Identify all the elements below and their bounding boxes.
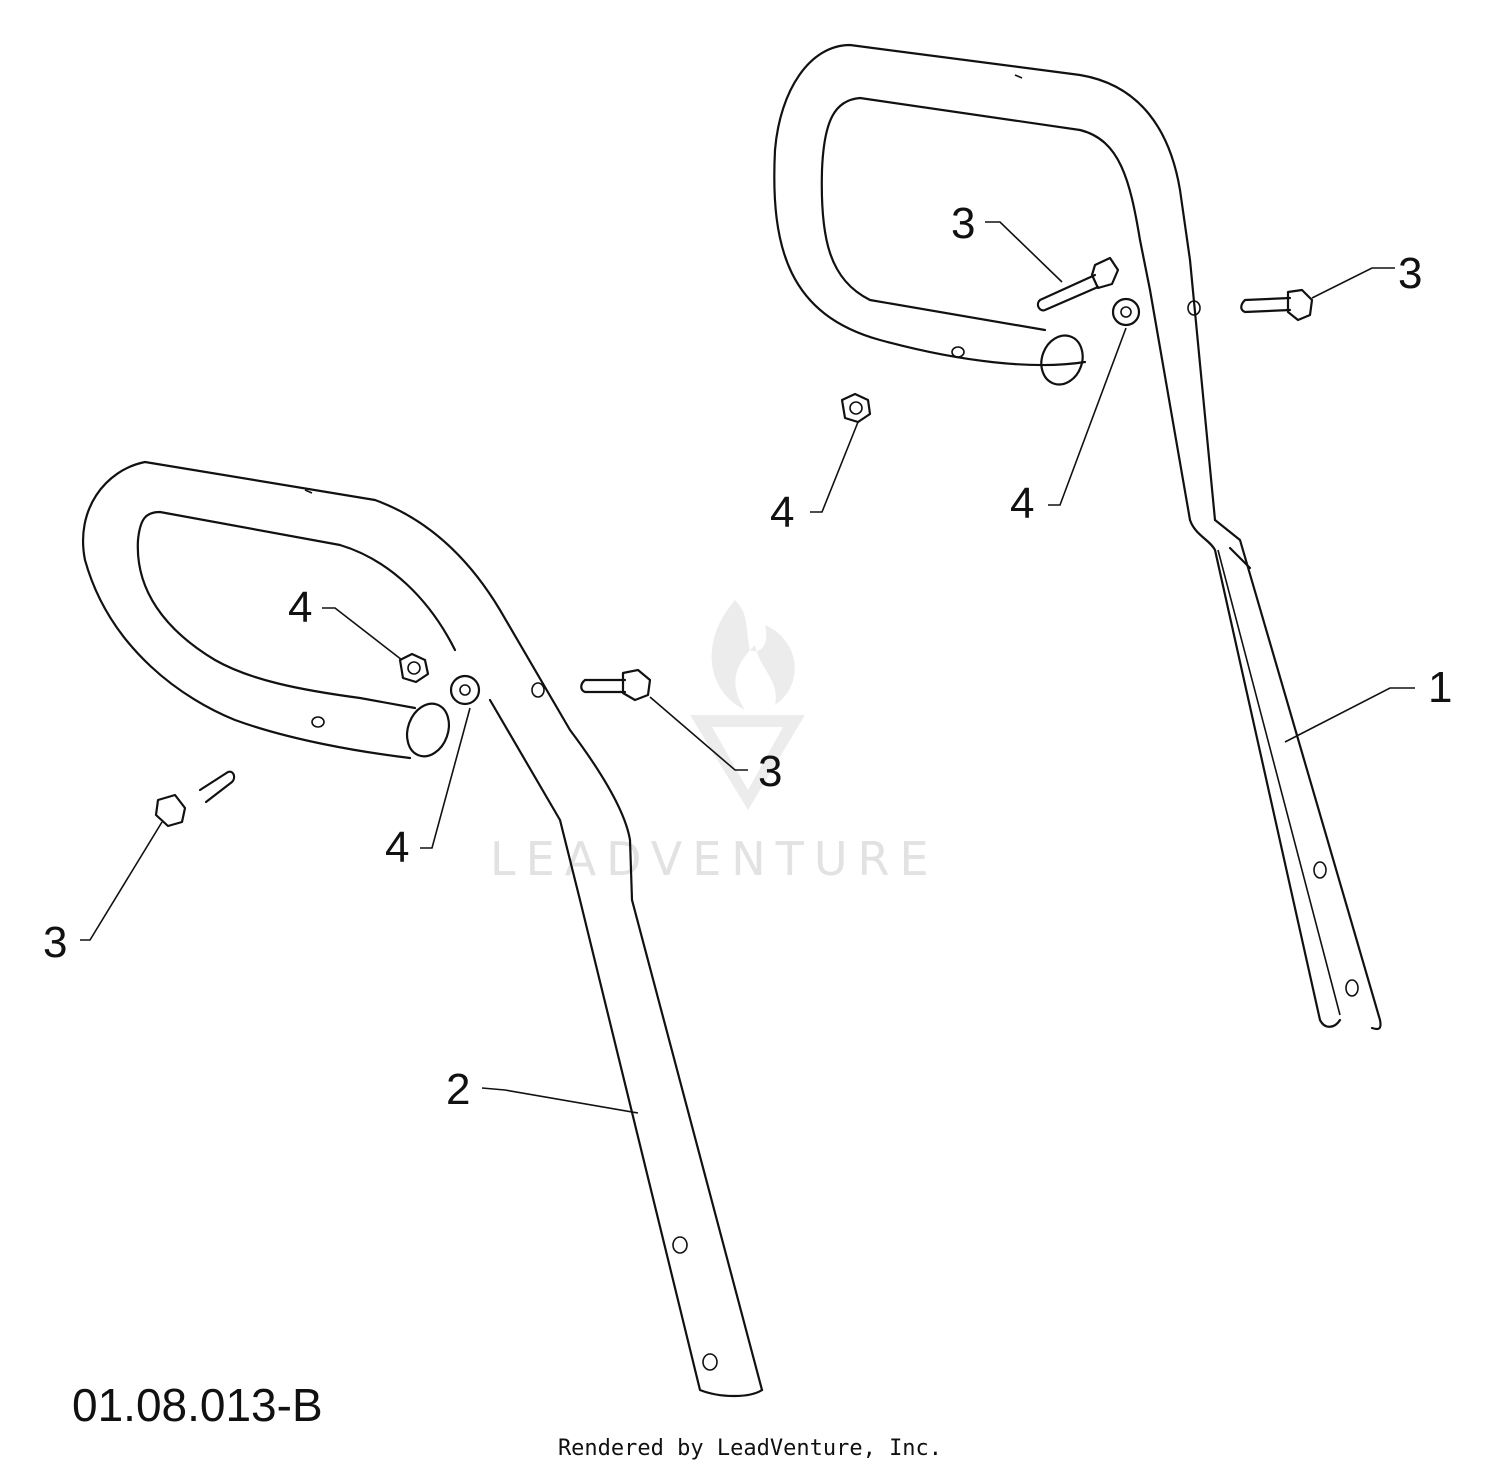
bolt-upper-right	[1240, 288, 1314, 322]
callout-3-lower-middle: 3	[758, 747, 782, 796]
callouts: 1 2 3 3 3 3 4 4 4 4	[43, 199, 1452, 1114]
nut-upper-middle	[1111, 297, 1141, 327]
nut-upper-left	[840, 392, 872, 424]
watermark-text: LEADVENTURE	[490, 832, 939, 886]
bolt-lower-left	[154, 770, 236, 828]
watermark-flame-icon	[711, 600, 795, 710]
callout-4-lower-middle: 4	[385, 823, 409, 872]
callout-4-upper-left: 4	[770, 488, 794, 537]
callout-3-upper-left: 3	[951, 199, 975, 248]
leader-lines	[80, 221, 1415, 1114]
bolt-lower-middle	[580, 668, 652, 702]
callout-4-lower-left: 4	[288, 583, 312, 632]
callout-3-upper-right: 3	[1398, 249, 1422, 298]
nut-lower-middle	[449, 674, 481, 706]
render-credit: Rendered by LeadVenture, Inc.	[557, 1436, 943, 1461]
handle-part-2	[82, 460, 764, 1398]
bolt-upper-left	[1036, 256, 1120, 312]
watermark: LEADVENTURE	[490, 600, 939, 886]
handle-part-1	[773, 43, 1382, 1031]
callout-2: 2	[446, 1065, 470, 1114]
watermark-v-icon	[690, 715, 805, 810]
nut-lower-left	[398, 652, 430, 684]
callout-4-upper-middle: 4	[1010, 479, 1034, 528]
callout-3-lower-left: 3	[43, 918, 67, 967]
callout-1: 1	[1428, 663, 1452, 712]
drawing-number: 01.08.013-B	[72, 1379, 323, 1431]
